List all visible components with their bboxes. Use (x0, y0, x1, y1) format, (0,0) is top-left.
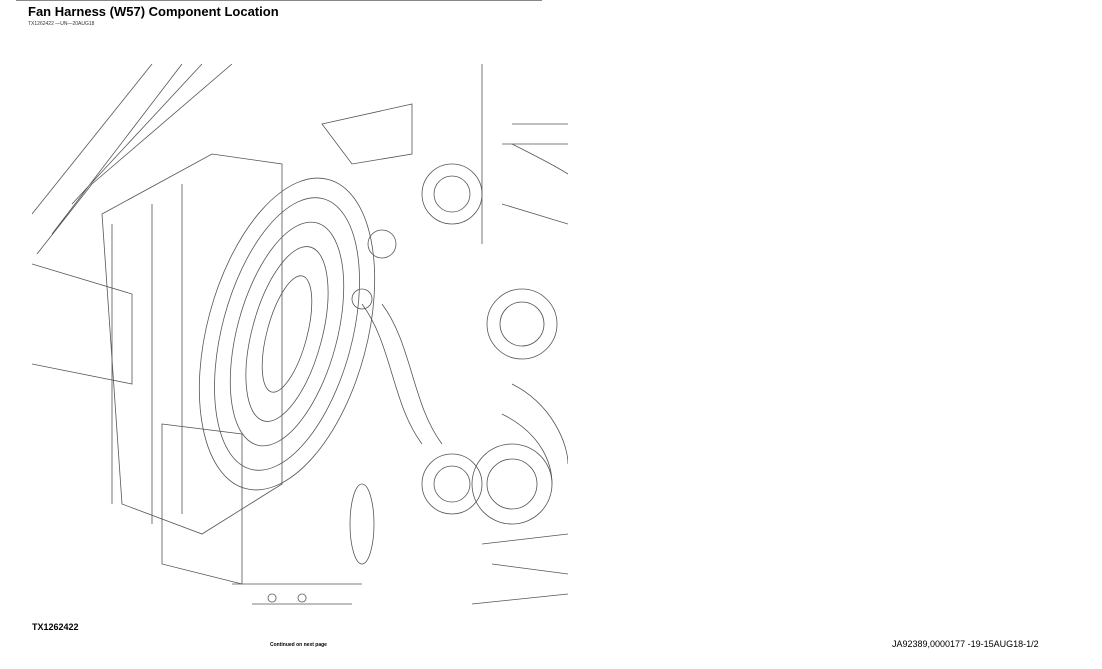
top-rule (16, 0, 542, 1)
frame-lines (32, 64, 283, 585)
engine (232, 64, 568, 605)
document-reference: JA92389,0000177 -19-15AUG18-1/2 (892, 639, 1039, 649)
continued-note: Continued on next page (270, 642, 327, 648)
figure-id: TX1262422 (32, 622, 79, 632)
page-title: Fan Harness (W57) Component Location (28, 4, 279, 19)
figure-caption: TX1262422 —UN—20AUG18 (28, 21, 95, 27)
fan-guard (198, 177, 376, 491)
engine-compartment-illustration (32, 64, 568, 605)
